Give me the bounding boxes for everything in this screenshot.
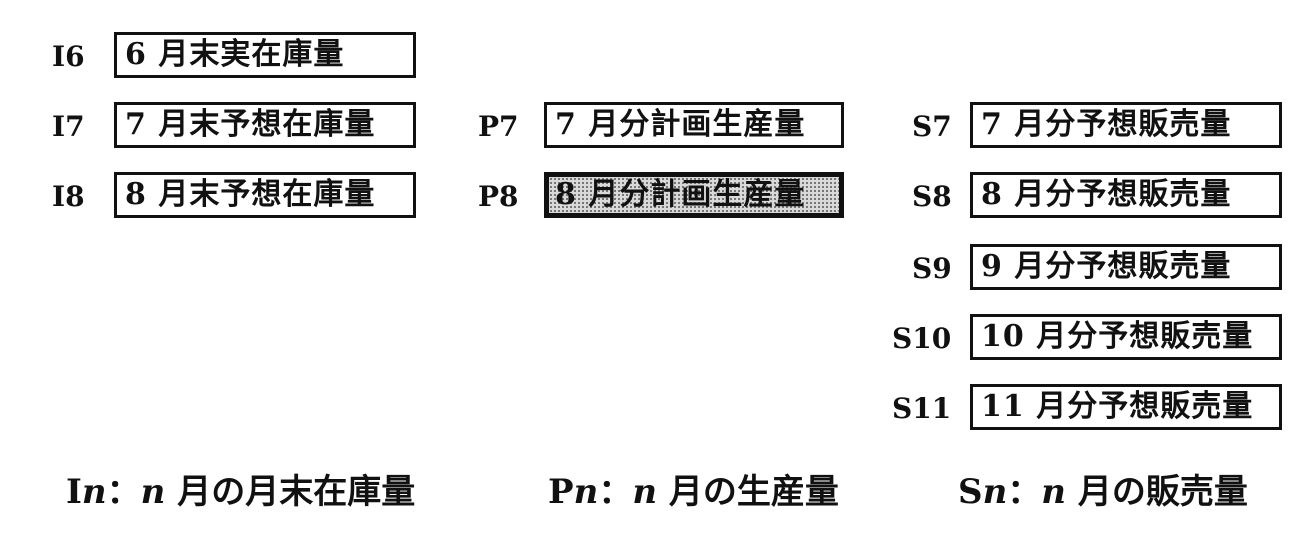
- production-box-p7: 7 月分計画生産量: [544, 102, 844, 148]
- legend-inventory-var-2: n: [140, 472, 166, 512]
- sales-box-s8: 8 月分予想販売量: [970, 172, 1282, 218]
- legend-sales-sep: ：: [1007, 472, 1042, 512]
- inventory-box-i8: 8 月末予想在庫量: [114, 172, 416, 218]
- production-code-p7: P7: [478, 110, 519, 143]
- legend-production-sep: ：: [598, 472, 633, 512]
- sales-code-s11: S11: [892, 392, 952, 425]
- legend-sales-var: n: [982, 472, 1008, 512]
- legend-production-var-2: n: [632, 472, 658, 512]
- legend-inventory-sep: ：: [106, 472, 141, 512]
- sales-code-s9: S9: [912, 252, 952, 285]
- legend-inventory-prefix: I: [66, 472, 82, 512]
- legend-production-var: n: [573, 472, 599, 512]
- sales-code-s7: S7: [912, 110, 952, 143]
- sales-code-s10: S10: [892, 322, 952, 355]
- legend-production-prefix: P: [548, 472, 574, 512]
- legend-inventory-var: n: [81, 472, 107, 512]
- production-code-p8: P8: [478, 180, 519, 213]
- sales-box-s9: 9 月分予想販売量: [970, 244, 1282, 290]
- legend-sales-var-2: n: [1041, 472, 1067, 512]
- legend-sales-prefix: S: [958, 472, 983, 512]
- legend-production-desc: 月の生産量: [657, 472, 839, 512]
- inventory-box-i6: 6 月末実在庫量: [114, 32, 416, 78]
- inventory-box-i7: 7 月末予想在庫量: [114, 102, 416, 148]
- inventory-code-i6: I6: [52, 40, 85, 73]
- sales-box-s7: 7 月分予想販売量: [970, 102, 1282, 148]
- sales-code-s8: S8: [912, 180, 952, 213]
- legend-sales: Sn：n 月の販売量: [958, 470, 1248, 514]
- production-box-p8-highlighted: 8 月分計画生産量: [544, 172, 844, 218]
- legend-inventory: In：n 月の月末在庫量: [66, 470, 415, 514]
- inventory-code-i7: I7: [52, 110, 85, 143]
- inventory-code-i8: I8: [52, 180, 85, 213]
- sales-box-s11: 11 月分予想販売量: [970, 384, 1282, 430]
- sales-box-s10: 10 月分予想販売量: [970, 314, 1282, 360]
- legend-production: Pn：n 月の生産量: [548, 470, 839, 514]
- legend-inventory-desc: 月の月末在庫量: [165, 472, 416, 512]
- legend-sales-desc: 月の販売量: [1066, 472, 1248, 512]
